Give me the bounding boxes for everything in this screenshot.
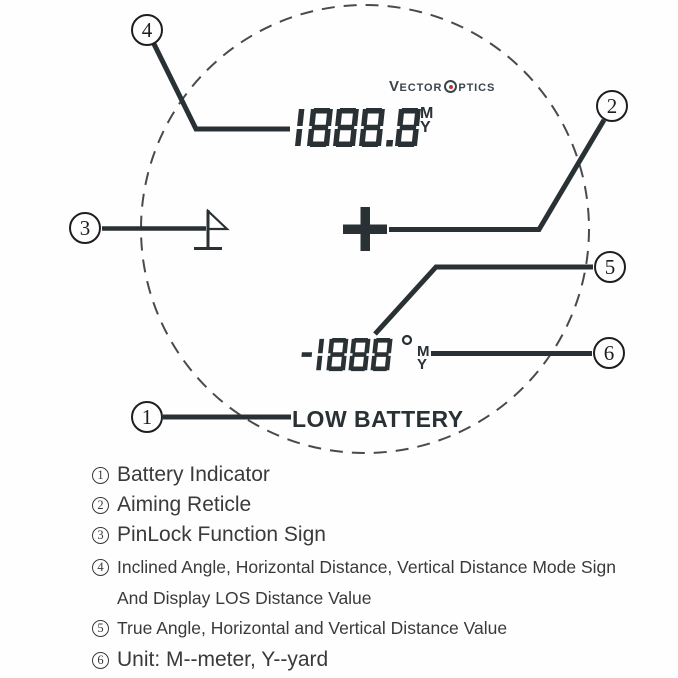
- legend-item-6: 6 Unit: M--meter, Y--yard: [92, 648, 328, 672]
- callout-bubble-3: 3: [69, 212, 101, 244]
- callout-num: 5: [604, 254, 616, 279]
- angle-distance-readout: [301, 338, 393, 372]
- top-unit-labels: M Y: [420, 105, 434, 136]
- legend-circled-num-3: 3: [92, 526, 109, 544]
- callout-bubble-6: 6: [593, 337, 625, 369]
- callout-bubble-5: 5: [594, 251, 626, 283]
- callout-bubble-4: 4: [131, 14, 163, 46]
- legend-label-3: PinLock Function Sign: [117, 523, 326, 546]
- leader-line-2: [389, 118, 607, 232]
- legend-circled-num-1: 1: [92, 466, 109, 484]
- legend-item-4: 4 Inclined Angle, Horizontal Distance, V…: [92, 557, 616, 578]
- logo-text-ptics: PTICS: [458, 82, 496, 94]
- logo-text-v: V: [389, 78, 400, 95]
- legend-item-5: 5 True Angle, Horizontal and Vertical Di…: [92, 618, 507, 639]
- legend-label-4b: And Display LOS Distance Value: [117, 588, 372, 608]
- top-unit-m: M: [420, 105, 434, 122]
- bottom-unit-y: Y: [417, 356, 428, 373]
- bottom-unit-m: M: [417, 343, 430, 360]
- legend-circled-num-2: 2: [92, 496, 109, 514]
- legend-label-2: Aiming Reticle: [117, 493, 252, 516]
- red-dot-icon: [448, 84, 453, 89]
- degree-symbol-icon: [401, 334, 413, 346]
- viewfinder-dashed-circle: [140, 4, 590, 454]
- low-battery-indicator: LOW BATTERY: [292, 406, 464, 432]
- bottom-unit-labels: M Y: [417, 343, 430, 373]
- legend-item-4-line2: And Display LOS Distance Value: [117, 588, 372, 609]
- legend-circled-num-5: 5: [92, 620, 109, 637]
- callout-num: 4: [141, 17, 153, 42]
- aiming-reticle-icon: [343, 207, 387, 251]
- callout-num: 1: [141, 404, 153, 429]
- legend-item-3: 3 PinLock Function Sign: [92, 523, 326, 547]
- los-distance-readout: [295, 108, 421, 147]
- optics-target-o-icon: [444, 80, 458, 93]
- top-unit-y: Y: [420, 119, 431, 136]
- legend-circled-num-6: 6: [92, 651, 109, 669]
- leader-line-4: [151, 42, 290, 132]
- legend-label-1: Battery Indicator: [117, 463, 270, 486]
- legend-item-1: 1 Battery Indicator: [92, 463, 270, 487]
- legend-label-6: Unit: M--meter, Y--yard: [117, 648, 329, 671]
- callout-bubble-1: 1: [131, 401, 163, 433]
- pinlock-flag-icon: [194, 208, 230, 250]
- callout-num: 6: [603, 340, 615, 365]
- callout-num: 3: [79, 215, 91, 240]
- legend-circled-num-4: 4: [92, 559, 109, 576]
- leader-line-5: [373, 264, 593, 336]
- logo-text-ector: ECTOR: [399, 82, 443, 94]
- callout-bubble-2: 2: [596, 90, 628, 122]
- legend-item-2: 2 Aiming Reticle: [92, 493, 251, 517]
- legend-label-4: Inclined Angle, Horizontal Distance, Ver…: [117, 557, 617, 577]
- callout-num: 2: [606, 93, 618, 118]
- legend-label-5: True Angle, Horizontal and Vertical Dist…: [117, 618, 508, 638]
